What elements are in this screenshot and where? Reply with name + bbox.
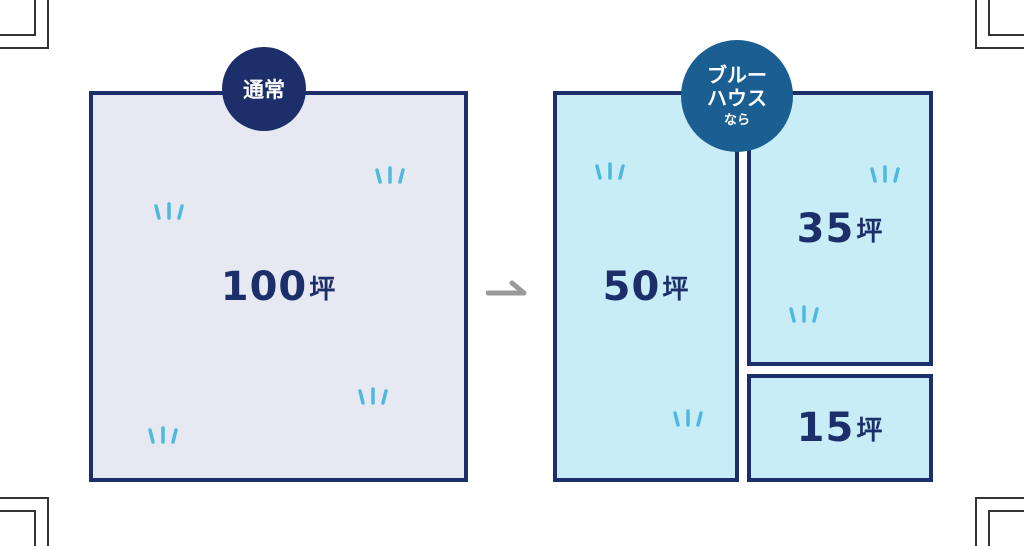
crop-mark-icon <box>0 497 49 546</box>
area-unit: 坪 <box>662 274 690 305</box>
grass-tuft-icon <box>358 387 388 405</box>
normal-badge-label: 通常 <box>243 78 285 102</box>
grass-tuft-icon <box>870 165 900 183</box>
grass-tuft-icon <box>154 202 184 220</box>
bluehouse-lot-50-area: 50坪 <box>603 264 690 310</box>
arrow-right-icon <box>486 280 527 296</box>
grass-tuft-icon <box>375 166 405 184</box>
grass-tuft-icon <box>595 162 625 180</box>
bluehouse-lot-35-area: 35坪 <box>797 206 884 252</box>
normal-lot-area: 100坪 <box>221 264 337 310</box>
bluehouse-lot-15: 15坪 <box>747 374 933 482</box>
area-number: 100 <box>220 263 308 310</box>
bluehouse-lot-35: 35坪 <box>747 91 933 366</box>
crop-mark-icon <box>0 0 49 49</box>
area-number: 50 <box>602 263 661 310</box>
crop-mark-icon <box>975 497 1024 546</box>
grass-tuft-icon <box>789 305 819 323</box>
normal-badge: 通常 <box>222 47 306 131</box>
bluehouse-badge-line3: なら <box>723 112 750 128</box>
area-number: 35 <box>796 205 855 252</box>
bluehouse-lot-15-area: 15坪 <box>797 405 884 451</box>
grass-tuft-icon <box>673 409 703 427</box>
bluehouse-badge-line2: ハウス <box>707 85 767 110</box>
area-unit: 坪 <box>856 416 884 446</box>
bluehouse-badge-line1: ブルー <box>707 62 767 87</box>
area-unit: 坪 <box>309 274 337 305</box>
normal-lot: 100坪 <box>89 91 468 482</box>
crop-mark-icon <box>975 0 1024 49</box>
bluehouse-lot-50: 50坪 <box>553 91 739 482</box>
area-number: 15 <box>796 405 855 451</box>
area-unit: 坪 <box>856 216 884 247</box>
grass-tuft-icon <box>148 426 178 444</box>
bluehouse-badge: ブルー ハウス なら <box>681 40 793 152</box>
